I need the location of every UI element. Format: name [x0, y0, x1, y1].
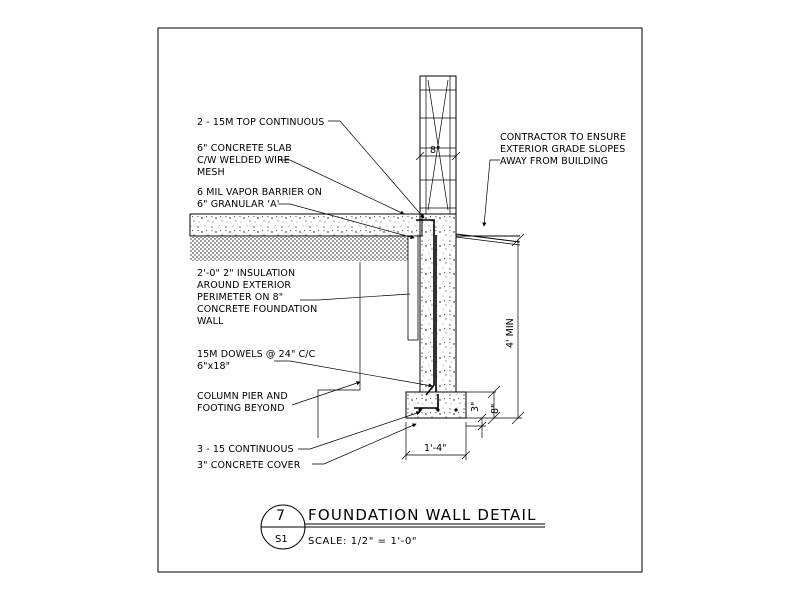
- svg-text:AROUND EXTERIOR: AROUND EXTERIOR: [197, 280, 291, 291]
- note-insulation: 2'-0" 2" INSULATION AROUND EXTERIOR PERI…: [197, 268, 317, 327]
- svg-text:2'-0" 2" INSULATION: 2'-0" 2" INSULATION: [197, 268, 295, 279]
- granular-fill: [190, 237, 416, 261]
- column-pier-beyond: [317, 262, 361, 438]
- note-column-pier: COLUMN PIER AND FOOTING BEYOND: [197, 391, 288, 414]
- svg-text:3 - 15 CONTINUOUS: 3 - 15 CONTINUOUS: [197, 444, 294, 455]
- rebar: [414, 219, 458, 412]
- detail-title: FOUNDATION WALL DETAIL: [308, 506, 537, 524]
- svg-text:AWAY FROM BUILDING: AWAY FROM BUILDING: [500, 156, 608, 167]
- svg-text:15M DOWELS @ 24" C/C: 15M DOWELS @ 24" C/C: [197, 349, 316, 360]
- svg-text:CONTRACTOR TO ENSURE: CONTRACTOR TO ENSURE: [500, 132, 626, 143]
- exterior-grade: [455, 233, 521, 246]
- svg-text:6" CONCRETE SLAB: 6" CONCRETE SLAB: [197, 143, 292, 154]
- concrete-slab: [189, 213, 423, 237]
- svg-text:6"x18": 6"x18": [197, 361, 230, 372]
- svg-text:WALL: WALL: [197, 316, 224, 327]
- note-dowels: 15M DOWELS @ 24" C/C 6"x18": [197, 349, 316, 372]
- perimeter-insulation: [407, 235, 419, 341]
- svg-text:EXTERIOR GRADE SLOPES: EXTERIOR GRADE SLOPES: [500, 144, 625, 155]
- dimension-cover: 3": [470, 402, 481, 412]
- note-top-continuous: 2 - 15M TOP CONTINUOUS: [197, 117, 324, 128]
- dimension-block-width: 8": [430, 145, 440, 156]
- dimension-frost-depth: 4' MIN: [505, 318, 516, 348]
- dimension-footing-height: 8": [490, 404, 501, 414]
- svg-text:2 - 15M TOP CONTINUOUS: 2 - 15M TOP CONTINUOUS: [197, 117, 324, 128]
- detail-number: 7: [276, 508, 285, 524]
- note-continuous-bars: 3 - 15 CONTINUOUS: [197, 444, 294, 455]
- footing: [405, 391, 467, 419]
- svg-text:CONCRETE FOUNDATION: CONCRETE FOUNDATION: [197, 304, 317, 315]
- leader-lines: [274, 120, 500, 465]
- dimension-footing-width: 1'-4": [424, 443, 447, 454]
- detail-sheet: S1: [275, 534, 288, 545]
- svg-text:6" GRANULAR 'A': 6" GRANULAR 'A': [197, 199, 279, 210]
- foundation-wall: [419, 213, 520, 393]
- note-exterior-grade: CONTRACTOR TO ENSURE EXTERIOR GRADE SLOP…: [500, 132, 626, 167]
- svg-text:FOOTING BEYOND: FOOTING BEYOND: [197, 403, 285, 414]
- svg-text:PERIMETER ON 8": PERIMETER ON 8": [197, 292, 283, 303]
- note-concrete-slab: 6" CONCRETE SLAB C/W WELDED WIRE MESH: [197, 143, 292, 178]
- svg-text:COLUMN PIER AND: COLUMN PIER AND: [197, 391, 288, 402]
- svg-text:C/W WELDED WIRE: C/W WELDED WIRE: [197, 155, 290, 166]
- sheet-border: [157, 27, 643, 573]
- svg-text:3" CONCRETE COVER: 3" CONCRETE COVER: [197, 460, 301, 471]
- detail-scale: SCALE: 1/2" = 1'-0": [308, 536, 417, 547]
- svg-text:6 MIL VAPOR BARRIER ON: 6 MIL VAPOR BARRIER ON: [197, 187, 322, 198]
- detail-title-block: 7 S1 FOUNDATION WALL DETAIL SCALE: 1/2" …: [260, 504, 545, 550]
- svg-text:MESH: MESH: [197, 167, 225, 178]
- note-vapor-barrier: 6 MIL VAPOR BARRIER ON 6" GRANULAR 'A': [197, 187, 322, 210]
- note-concrete-cover: 3" CONCRETE COVER: [197, 460, 301, 471]
